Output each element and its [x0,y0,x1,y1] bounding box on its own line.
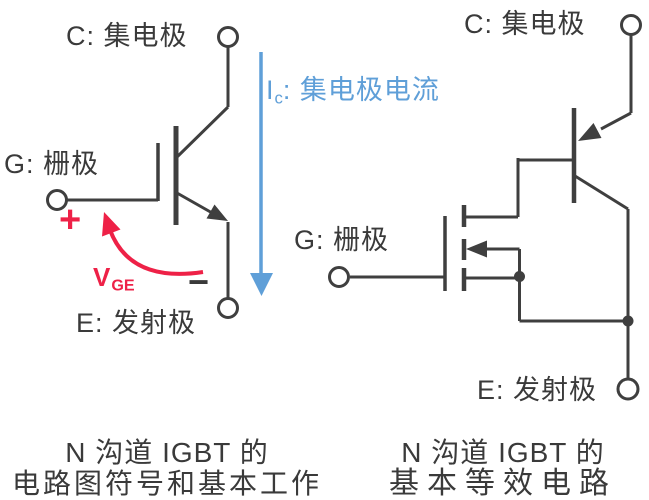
mosfet-body-arrowhead [466,240,487,258]
left-caption-line2: 电路图符号和基本工作 [11,468,322,499]
plus-sign: + [59,199,82,241]
vge-base: V [93,262,112,292]
right-gate-terminal-circle [328,266,350,288]
pnp-transistor-symbol [571,108,632,211]
left-collector-terminal-circle [217,26,239,48]
left-caption-line1: N 沟道 IGBT 的 [65,437,269,468]
gate-voltage-arrow [102,212,204,276]
right-gate-label: G: 栅极 [294,225,390,255]
collector-current-label: Ic: 集电极电流 [266,75,440,108]
left-igbt-symbol [46,26,239,319]
ic-subscript: c [274,88,283,108]
right-caption-line2: 基本等效电路 [389,467,617,500]
ic-rest: : 集电极电流 [282,75,440,105]
collector-current-arrow [250,52,273,296]
igbt-emitter-arrowhead [206,204,228,221]
right-caption-line1: N 沟道 IGBT 的 [401,437,605,468]
right-collector-terminal-circle [620,14,642,36]
left-emitter-label: E: 发射极 [76,308,197,338]
minus-sign: − [188,261,210,302]
right-collector-label: C: 集电极 [464,9,586,39]
vge-subscript: GE [111,276,135,295]
left-emitter-terminal-circle [217,297,239,319]
emitter-junction-dot [622,315,634,327]
left-gate-label: G: 栅极 [4,149,100,179]
ic-base: I [266,75,275,105]
right-equivalent-circuit [328,14,642,401]
right-emitter-label: E: 发射极 [477,375,598,405]
mosfet-symbol [328,205,521,291]
left-gate-terminal-circle [46,189,68,211]
left-collector-label: C: 集电极 [66,21,188,51]
left-diagram-caption: N 沟道 IGBT 的 电路图符号和基本工作 [0,437,334,499]
pnp-emitter-arrowhead [578,123,602,141]
right-emitter-terminal-circle [616,377,640,401]
gate-voltage-label: VGE [93,263,135,295]
right-diagram-caption: N 沟道 IGBT 的 基本等效电路 [348,437,649,499]
